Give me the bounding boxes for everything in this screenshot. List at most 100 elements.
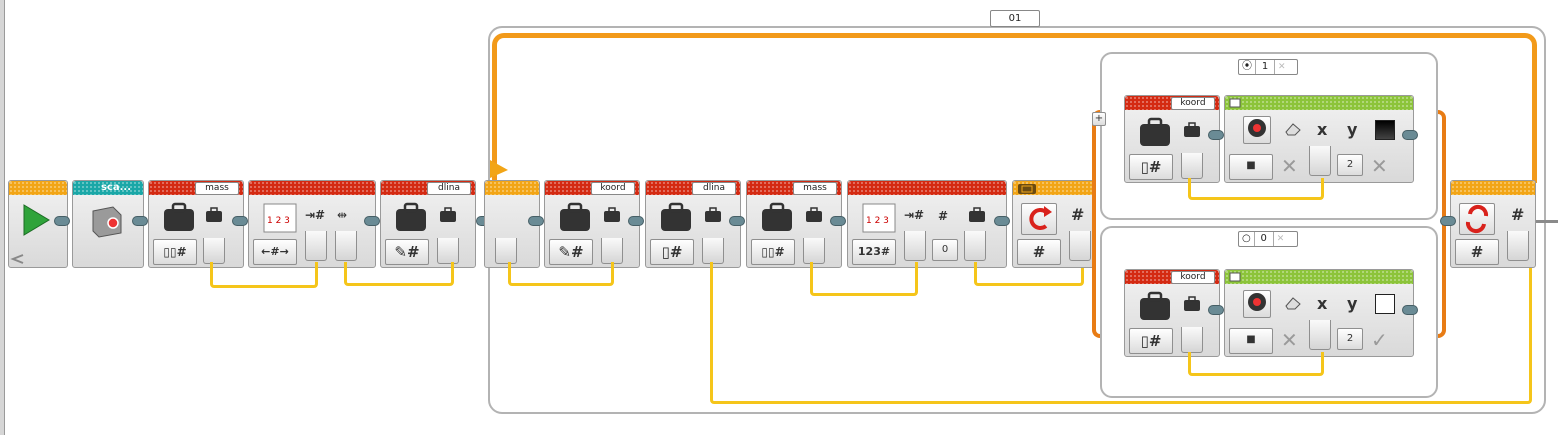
array-input-tab[interactable] [904,231,926,261]
loop-name-field[interactable]: 01 [990,10,1040,27]
y-input[interactable]: 2 [1337,328,1363,350]
variable-block-mass-1[interactable]: mass ▯▯# [148,180,244,268]
sequence-plug[interactable] [1208,305,1224,315]
variable-block-mass-2[interactable]: mass ▯▯# [746,180,842,268]
case-false-tab[interactable]: ○0✕ [1238,231,1298,247]
variable-name[interactable]: dlina [427,182,471,195]
variable-block-dlina-1[interactable]: dlina ✎# [380,180,476,268]
add-case-button[interactable]: + [1092,112,1106,126]
switch-input-tab[interactable] [1069,231,1091,261]
output-plug-tab[interactable] [803,238,825,264]
start-block[interactable] [8,180,68,268]
array-operations-block-1[interactable]: 1 2 3 ⇥# ⇹ ←#→ [248,180,376,268]
switch-mode-selector[interactable] [1021,203,1057,235]
sequence-plug[interactable] [830,216,846,226]
variable-block-koord-true[interactable]: koord ▯# [1124,95,1220,183]
sequence-plug[interactable] [628,216,644,226]
variable-name[interactable]: dlina [692,182,736,195]
display-block-true[interactable]: x y ■ ✕ 2 ✕ [1224,95,1414,183]
data-wire[interactable] [1188,178,1324,200]
case-default-radio[interactable]: ○ [1242,233,1251,244]
variable-block-koord-1[interactable]: koord ✎# [544,180,640,268]
display-mode-selector[interactable] [1243,116,1271,144]
sequence-plug[interactable] [364,216,380,226]
switch-input-hash[interactable]: # [1017,239,1061,265]
mode-selector-read-numeric[interactable]: ▯# [1129,154,1173,180]
data-wire[interactable] [508,262,614,286]
mode-selector-write-numeric[interactable]: ✎# [549,239,593,265]
case-true-label[interactable]: 1 [1255,60,1275,74]
sequence-plug[interactable] [132,216,148,226]
sequence-plug[interactable] [1440,216,1456,226]
sequence-plug[interactable] [1208,130,1224,140]
remove-case-icon[interactable]: ✕ [1278,62,1286,72]
index-input[interactable]: 0 [932,239,958,261]
variable-name[interactable]: koord [591,182,635,195]
mode-selector-read-at-index[interactable]: 123# [852,239,896,265]
sequence-plug[interactable] [994,216,1010,226]
array-input-tab[interactable] [305,231,327,261]
clear-screen-toggle[interactable]: ■ [1229,328,1273,354]
mode-selector-length[interactable]: ←#→ [253,239,297,265]
view-toggle-icon[interactable] [1017,183,1037,195]
clear-screen-toggle[interactable]: ■ [1229,154,1273,180]
variable-name[interactable]: mass [195,182,239,195]
mode-selector-write-numeric[interactable]: ✎# [385,239,429,265]
data-wire-index[interactable] [710,262,1532,404]
data-wire[interactable] [1188,352,1324,376]
sound-block-name: sca... [101,182,132,193]
array-operations-block-2[interactable]: 1 2 3 ⇥# # 123# 0 [847,180,1007,268]
loop-condition-tab[interactable] [1507,231,1529,261]
variable-name[interactable]: koord [1171,97,1215,110]
mode-selector-read-array[interactable]: ▯▯# [751,239,795,265]
variable-block-dlina-2[interactable]: dlina ▯# [645,180,741,268]
display-mode-selector[interactable] [1243,290,1271,318]
x-input-tab[interactable] [1309,320,1331,350]
mode-selector-read-array[interactable]: ▯▯# [153,239,197,265]
loop-index-tab[interactable] [495,238,517,264]
switch-block[interactable]: # # [1012,180,1096,268]
variable-block-header: koord [545,181,639,195]
output-plug-tab[interactable] [1181,153,1203,179]
remove-case-icon[interactable]: ✕ [1276,234,1285,244]
data-wire[interactable] [344,262,454,286]
length-output-tab[interactable] [335,231,357,261]
mode-selector-read-numeric[interactable]: ▯# [1129,328,1173,354]
numeric-output-icon: # [1071,205,1085,224]
data-wire[interactable] [210,262,318,288]
mode-selector-read-numeric[interactable]: ▯# [650,239,694,265]
case-false-label[interactable]: 0 [1253,232,1274,246]
loop-end-block[interactable]: # # [1450,180,1536,268]
loop-condition-input[interactable]: # [1455,239,1499,265]
sequence-plug[interactable] [232,216,248,226]
case-default-radio[interactable]: ⦿ [1242,61,1252,72]
input-plug-tab[interactable] [437,238,459,264]
display-block-false[interactable]: x y ■ ✕ 2 ✓ [1224,269,1414,357]
output-plug-tab[interactable] [1181,327,1203,353]
variable-name[interactable]: koord [1171,271,1215,284]
input-plug-tab[interactable] [601,238,623,264]
sequence-plug[interactable] [729,216,745,226]
y-input[interactable]: 2 [1337,154,1363,176]
sequence-plug[interactable] [54,216,70,226]
variable-name[interactable]: mass [793,182,837,195]
color-black-icon [1375,120,1395,140]
play-icon[interactable] [21,203,51,237]
case-true-tab[interactable]: ⦿1✕ [1238,59,1298,75]
loop-mode-selector[interactable] [1459,203,1495,235]
sequence-plug[interactable] [1402,130,1418,140]
x-input-tab[interactable] [1309,146,1331,176]
output-plug-tab[interactable] [702,238,724,264]
data-wire[interactable] [974,262,1084,286]
small-briefcase-icon [604,207,620,222]
array-icon: 1 2 3 [263,203,297,233]
logic-loop-icon [1465,204,1489,234]
data-wire[interactable] [810,262,918,296]
display-block-header [1225,96,1413,110]
output-plug-tab[interactable] [203,238,225,264]
sequence-plug[interactable] [528,216,544,226]
sequence-plug[interactable] [1402,305,1418,315]
variable-block-koord-false[interactable]: koord ▯# [1124,269,1220,357]
value-output-tab[interactable] [964,231,986,261]
